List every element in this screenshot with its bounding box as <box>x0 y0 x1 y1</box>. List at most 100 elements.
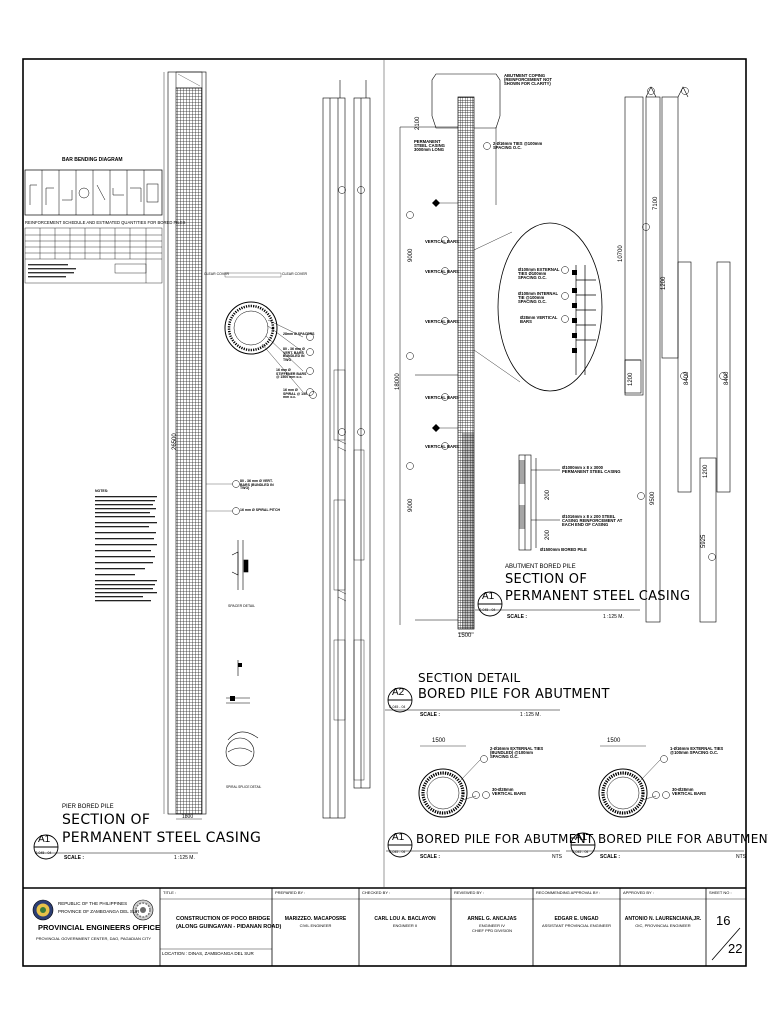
clear-cover-left: CLEAR COVER <box>204 272 230 276</box>
circle-right-badge-sub: S-045 - 04 <box>572 850 589 854</box>
section-detail-scale-label: SCALE : <box>420 712 440 718</box>
abut-dim-200-top: 200 <box>545 489 551 500</box>
spacer-detail-label: SPACER DETAIL <box>228 604 256 608</box>
abut-dim-9000-top: 9000 <box>408 248 414 262</box>
circle-right-title: BORED PILE FOR ABUTMENT <box>598 832 768 846</box>
section-detail-line2: BORED PILE FOR ABUTMENT <box>418 687 610 702</box>
bored-pile-1500-note: Ø1500mm BORED PILE <box>540 547 587 552</box>
sheet-number: 16 <box>716 913 731 928</box>
pier-title-prefix: PIER BORED PILE <box>62 804 114 810</box>
abut-dim-200-bottom: 200 <box>545 529 551 540</box>
circle-right-dim: 1500 <box>607 738 621 744</box>
recommending-name: EDGAR E. UNGAD <box>554 916 599 922</box>
section-detail-badge: A2 <box>392 687 405 698</box>
ties-note: 2-Ø16mm TIES @100mm SPACING O.C. <box>493 141 543 151</box>
vertical-bars-label-4: VERTICAL BARS <box>425 395 459 400</box>
reviewed-label: REVIEWED BY : <box>454 890 484 895</box>
abut-dim-18000: 18000 <box>395 373 401 390</box>
circle-left-badge-sub: S-045 - 04 <box>389 850 406 854</box>
peo-seal-icon <box>132 899 154 921</box>
circle-right-bars: 30-Ø28mm VERTICAL BARS <box>672 787 706 797</box>
reviewed-role2: CHIEF PPD DIVISION <box>471 928 512 933</box>
abut-scale-label: SCALE : <box>507 614 527 620</box>
vertical-bars-label-1: VERTICAL BARS <box>425 239 459 244</box>
pier-badge: A1 <box>38 834 51 845</box>
circle-right-ties: 1-Ø16mm EXTERNAL TIES @100mm SPACING O.C… <box>670 746 724 756</box>
pier-badge-sub: S-045 - 04 <box>35 851 52 855</box>
vertical-bars-label-3: VERTICAL BARS <box>425 319 459 324</box>
abut-title-prefix: ABUTMENT BORED PILE <box>505 564 576 570</box>
bar-dim-5925: 5925 <box>701 534 707 548</box>
callout-spiral-pitch: 16 mm Ø SPIRAL PITCH <box>240 508 281 512</box>
checked-label: CHECKED BY : <box>362 890 391 895</box>
org-line1: REPUBLIC OF THE PHILIPPINES <box>58 901 128 906</box>
circle-right-scale: NTS <box>736 854 746 860</box>
prepared-role: CIVIL ENGINEER <box>299 923 332 928</box>
coping-note: ABUTMENT COPING (REINFORCEMENT NOT SHOWN… <box>504 73 552 87</box>
abut-dim-9000-bottom: 9000 <box>408 498 414 512</box>
vertical-bars-label-5: VERTICAL BARS <box>425 444 459 449</box>
section-detail-line1: SECTION DETAIL <box>418 671 521 685</box>
reinforcement-schedule-title: REINFORCEMENT SCHEDULE AND ESTIMATED QUA… <box>25 220 186 225</box>
abut-badge: A1 <box>482 591 495 602</box>
callout-vert-bars: 80 - 36 mm Ø VERT. BARS BUNDLED IN TWO <box>283 347 305 362</box>
vertical-bars-label-2: VERTICAL BARS <box>425 269 459 274</box>
clear-cover-right: CLEAR COVER <box>282 272 308 276</box>
bar-dim-1200-c: 1200 <box>703 464 709 478</box>
abut-dim-1500: 1500 <box>458 633 472 639</box>
bar-bending-title: BAR BENDING DIAGRAM <box>62 157 123 163</box>
sheet-label: SHEET NO : <box>709 890 732 895</box>
title-label: TITLE : <box>163 890 177 895</box>
recommending-label: RECOMMENDING APPROVAL BY : <box>536 890 601 895</box>
pier-title-line1: SECTION OF <box>62 812 151 828</box>
bar-dim-9500: 9500 <box>650 491 656 505</box>
vertical-28-note: Ø28mm VERTICAL BARS <box>520 315 558 325</box>
circle-left-bars: 30-Ø28mm VERTICAL BARS <box>492 787 526 797</box>
bar-dim-1200-b: 1200 <box>628 372 634 386</box>
circle-left-ties: 2-Ø16mm EXTERNAL TIES (BUNDLED) @100mm S… <box>490 746 544 760</box>
callout-spiral: 16 mm Ø SPIRAL @ 150 mm o.c. <box>283 388 307 399</box>
prepared-name: MARIZZEO. MACAPOSRE <box>284 916 347 922</box>
casing-detail-2: Ø1016mm x 8 x 200 STEEL CASING REINFORCE… <box>562 514 623 528</box>
pier-scale: 1 :125 M. <box>174 855 195 861</box>
circle-left-badge: A1 <box>392 832 405 843</box>
casing-detail-1: Ø1000mm x 8 x 3000 PERMANENT STEEL CASIN… <box>562 465 621 475</box>
pier-scale-label: SCALE : <box>64 855 84 861</box>
approved-name: ANTONIO N. LAURENCIANA,JR. <box>624 916 702 922</box>
project-line2: (ALONG GUINGAYAN - PIDANAN ROAD) <box>176 924 282 930</box>
abut-title-line1: SECTION OF <box>505 572 588 587</box>
pier-length-dim: 26500 <box>172 433 178 450</box>
circle-left-dim: 1500 <box>432 738 446 744</box>
approved-label: APPROVED BY : <box>623 890 654 895</box>
abut-scale: 1 :125 M. <box>603 614 624 620</box>
circle-right-scale-label: SCALE : <box>600 854 620 860</box>
abut-title-line2: PERMANENT STEEL CASING <box>505 589 691 604</box>
casing-note: PERMANENT STEEL CASING 3000mm LONG <box>414 139 445 153</box>
circle-left-title: BORED PILE FOR ABUTMENT <box>416 832 594 846</box>
bar-dim-1200-a: 1200 <box>661 276 667 290</box>
bar-dim-8400-a: 8400 <box>684 371 690 385</box>
reviewed-role: ENGINEER IV <box>479 923 505 928</box>
province-seal-icon <box>32 899 54 921</box>
approved-role: OIC, PROVINCIAL ENGINEER <box>635 923 691 928</box>
org-line2: PROVINCE OF ZAMBOANGA DEL SUR <box>58 909 140 914</box>
circle-left-scale-label: SCALE : <box>420 854 440 860</box>
recommending-role: ASSISTANT PROVINCIAL ENGINEER <box>541 923 612 928</box>
section-detail-scale: 1 :125 M. <box>520 712 541 718</box>
callout-spacers: 28mm Ø SPACERS <box>283 332 315 336</box>
org-address: PROVINCIAL GOVERNMENT CENTER, DAO, PAGAD… <box>36 936 152 941</box>
checked-name: CARL LOU A. BACLAYON <box>374 916 436 922</box>
pier-width-dim: 1800 <box>182 814 194 820</box>
sheet-total: 22 <box>728 941 743 956</box>
prepared-label: PREPARED BY : <box>275 890 306 895</box>
bar-dim-8400-b: 8400 <box>724 371 730 385</box>
circle-right-badge: A1 <box>575 832 588 843</box>
bar-dim-10700: 10700 <box>618 245 624 262</box>
bar-dim-7100: 7100 <box>653 196 659 210</box>
callout-vertical-bars: 80 - 36 mm Ø VERT. BARS (BUNDLED IN TWO) <box>240 479 274 490</box>
callout-stiffener: 16 mm Ø STIFFENER BARS @ 1500 mm o.c. <box>276 368 307 379</box>
checked-role: ENGINEER II <box>392 923 418 928</box>
spiral-detail-label: SPIRAL SPLICE DETAIL <box>226 785 262 789</box>
